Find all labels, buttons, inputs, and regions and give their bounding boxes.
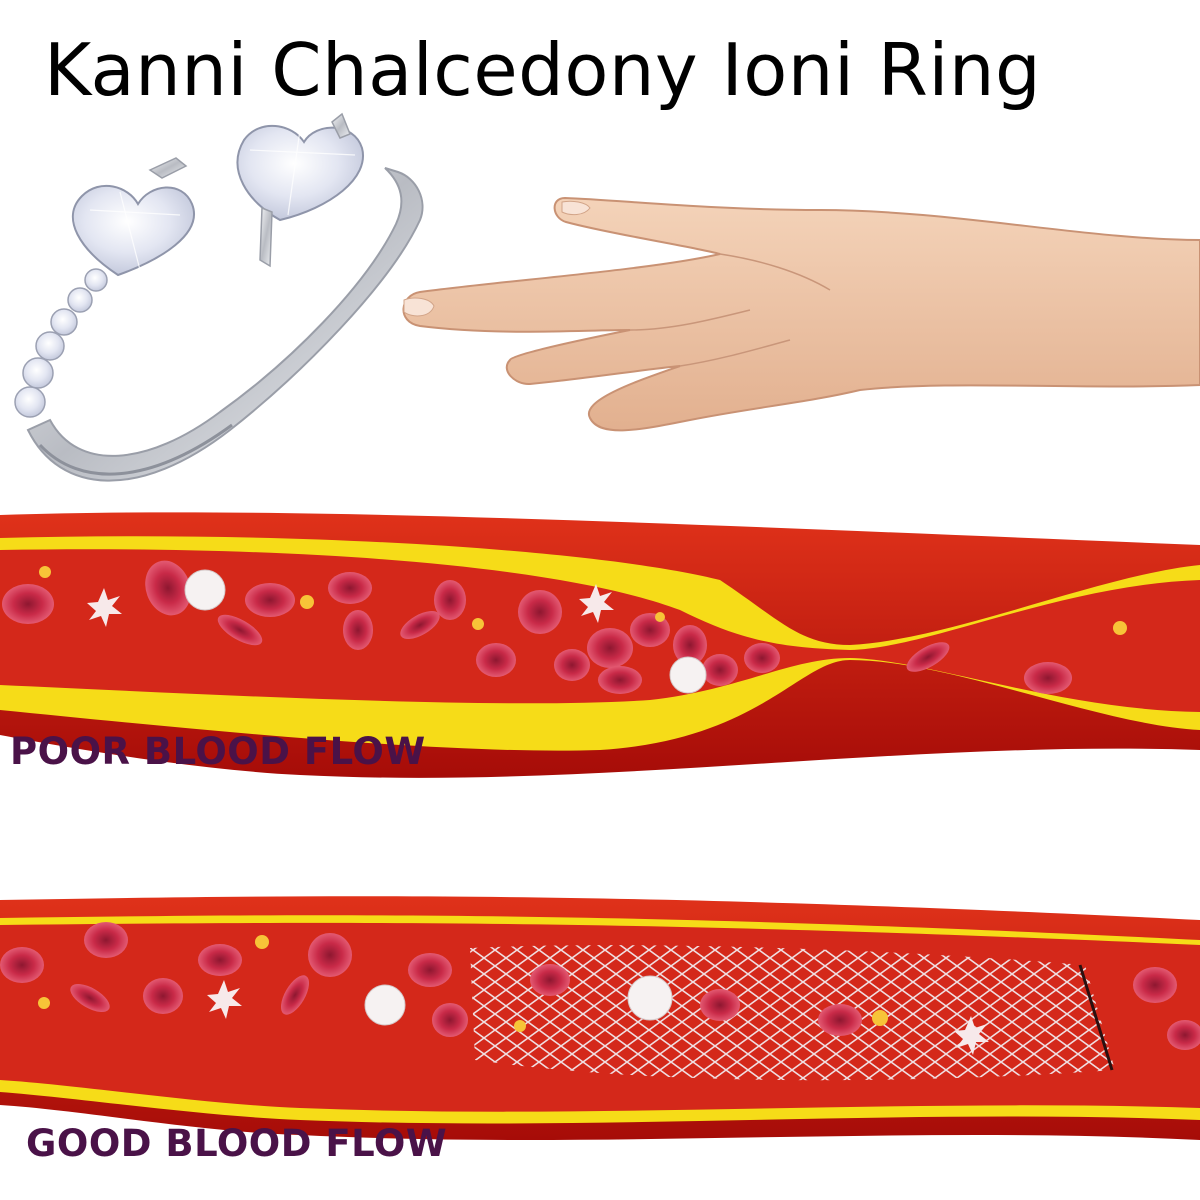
platelet-icon [207,980,989,1055]
ring-image [14,112,424,482]
good-blood-flow-vessel [0,896,1200,1140]
hand-image [402,196,1200,432]
stent-mesh-icon [470,945,1115,1081]
red-blood-cell-icon [2,560,1072,694]
white-blood-cell-icon [364,975,673,1026]
red-blood-cell-icon [0,922,1200,1050]
platelet-icon [87,584,614,627]
page-title: Kanni Chalcedony Ioni Ring [44,28,1042,112]
poor-blood-flow-label: POOR BLOOD FLOW [10,730,426,773]
good-blood-flow-label: GOOD BLOOD FLOW [26,1122,448,1165]
white-blood-cell-icon [184,569,707,694]
poor-blood-flow-vessel [0,512,1200,778]
